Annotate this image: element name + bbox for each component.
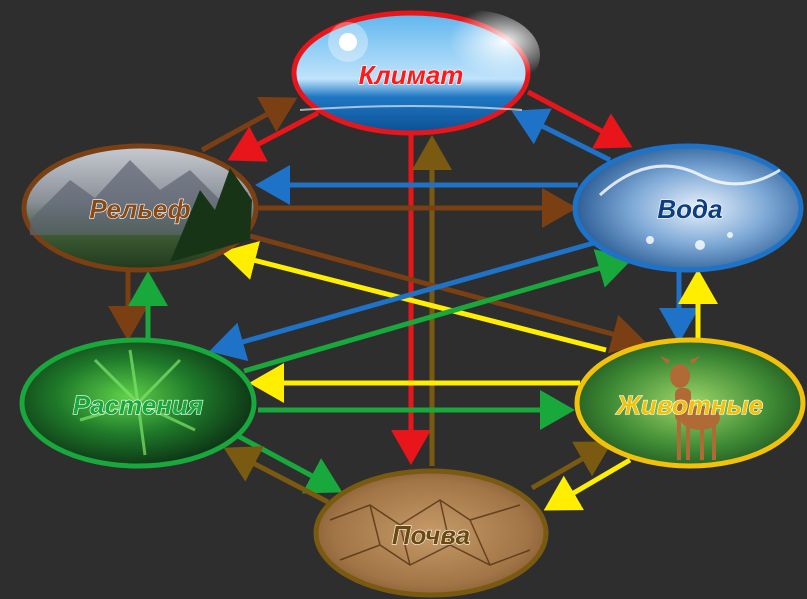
arrow-animals-to-soil (543, 457, 632, 511)
node-soil: Почва (313, 468, 549, 598)
arrow-relief-to-climate (200, 96, 298, 153)
node-animals-label: Животные (615, 390, 763, 420)
node-plants: Растения (19, 337, 257, 469)
node-soil-label: Почва (392, 520, 470, 550)
node-climate-label: Климат (359, 60, 464, 90)
arrow-animals-to-relief (221, 241, 607, 353)
node-water-label: Вода (657, 194, 722, 224)
arrow-plants-to-soil (236, 433, 343, 494)
arrow-water-to-plants (209, 236, 609, 362)
arrow-soil-to-animals (530, 441, 613, 491)
arrow-relief-to-animals (249, 233, 647, 354)
node-relief-label: Рельеф (89, 194, 190, 224)
node-climate: Климат (291, 10, 540, 136)
node-animals: Животные (574, 337, 806, 469)
arrow-soil-to-plants (223, 446, 330, 505)
node-relief: Рельеф (21, 143, 259, 273)
node-plants-label: Растения (73, 390, 203, 420)
connection-arrows (108, 89, 718, 511)
arrow-climate-to-relief (227, 110, 320, 162)
arrow-climate-to-water (526, 89, 633, 149)
arrow-plants-to-water (243, 249, 633, 374)
deer-icon (660, 356, 720, 460)
sun-icon (328, 22, 368, 62)
arrow-water-to-climate (511, 108, 612, 163)
node-water: Вода (572, 143, 804, 273)
